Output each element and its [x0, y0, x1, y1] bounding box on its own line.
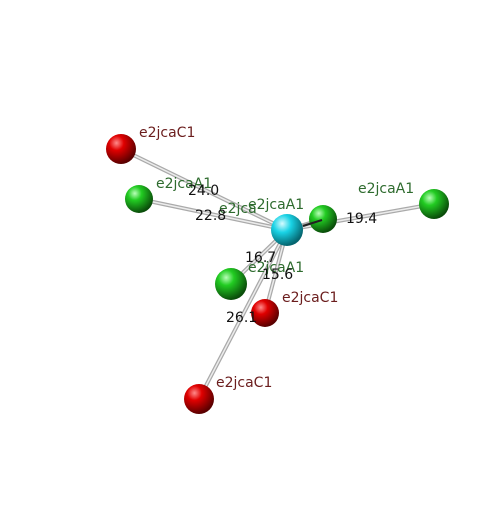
- label-red-3: e2jcaC1: [216, 375, 272, 391]
- bond-center-g2-front: [302, 219, 323, 227]
- bond-center-r3-hi: [198, 229, 288, 400]
- atom-green-4[interactable]: [215, 268, 247, 300]
- atom-green-2[interactable]: [309, 205, 337, 233]
- atom-red-3[interactable]: [184, 384, 214, 414]
- label-red-1: e2jcaC1: [139, 125, 195, 141]
- atom-green-3[interactable]: [419, 189, 449, 219]
- atom-red-1[interactable]: [106, 134, 136, 164]
- atom-center[interactable]: [271, 214, 303, 246]
- distance-label-g1: 22.8: [195, 208, 226, 224]
- bond-center-r1-hi: [120, 148, 288, 231]
- label-green-4: e2jcaA1: [248, 260, 304, 276]
- distance-label-r3: 26.1: [226, 310, 257, 326]
- label-green-1: e2jcaA1: [156, 176, 212, 192]
- label-partial: e2jca: [219, 201, 257, 217]
- label-red-2: e2jcaC1: [282, 290, 338, 306]
- distance-label-g4: 16.7: [245, 250, 276, 266]
- label-green-2: e2jcaA1: [248, 197, 304, 213]
- distance-label-r1: 24.0: [188, 183, 219, 199]
- atom-labels: e2jcaC1 e2jcaA1 e2jcaA1 e2jca e2jcaA1 e2…: [139, 125, 414, 391]
- bond-center-g1-hi: [138, 198, 288, 231]
- atoms: [106, 134, 449, 414]
- distance-label-g3: 19.4: [346, 211, 377, 227]
- atom-red-2[interactable]: [251, 299, 279, 327]
- distance-labels: 24.0 22.8 19.4 16.7 15.6 26.1: [188, 183, 377, 326]
- atom-green-1[interactable]: [125, 185, 153, 213]
- label-green-3: e2jcaA1: [358, 181, 414, 197]
- distance-label-r2: 15.6: [262, 267, 293, 283]
